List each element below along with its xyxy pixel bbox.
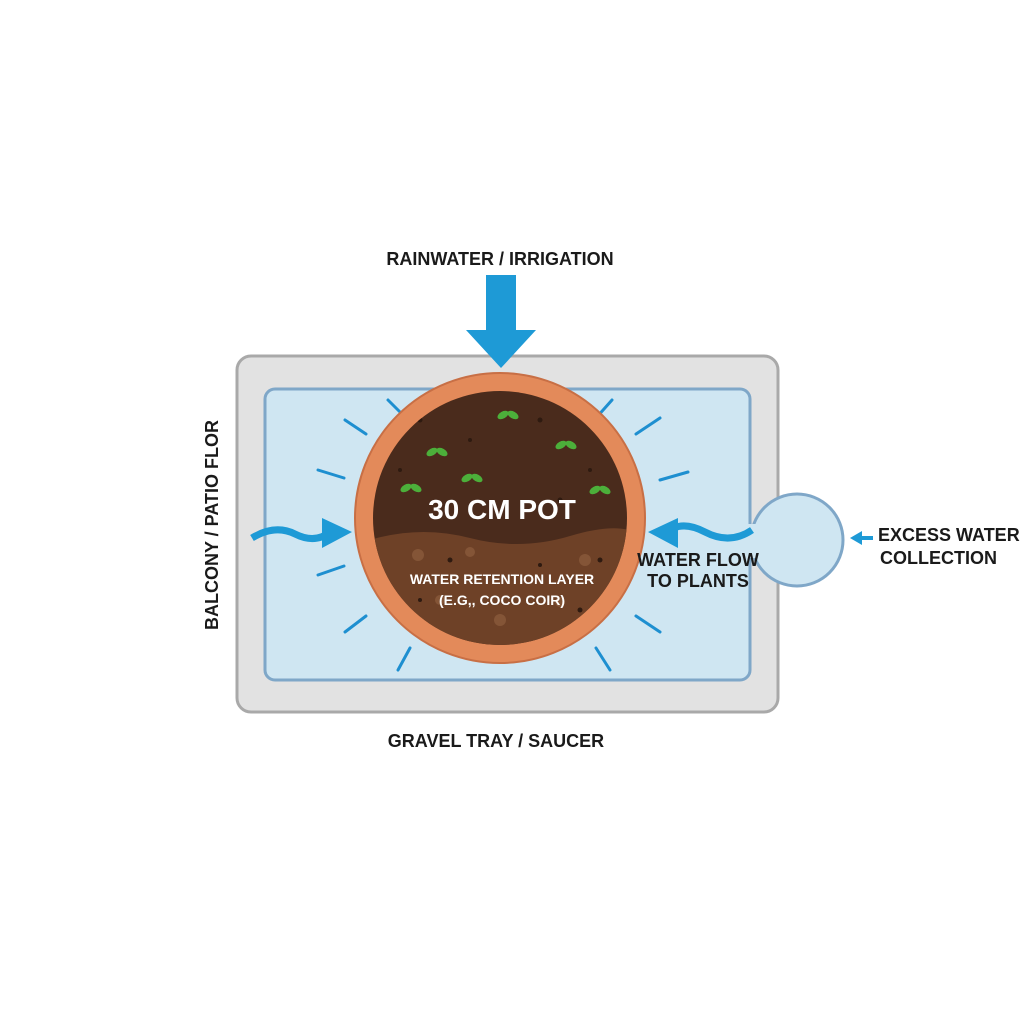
left-label: BALCONY / PATIO FLOR (202, 420, 222, 630)
top-label: RAINWATER / IRRIGATION (386, 249, 613, 269)
excess-label-1: EXCESS WATER (878, 525, 1020, 545)
collection-arrow-icon (850, 531, 873, 545)
collection-bulb (749, 492, 845, 588)
sprouts (400, 410, 611, 495)
pot-title: 30 CM POT (428, 494, 576, 525)
right-wavy-arrow-icon (648, 518, 754, 548)
retention-layer-example: (E.G,, COCO COIR) (439, 592, 565, 608)
retention-layer (373, 528, 627, 645)
flow-label-1: WATER FLOW (637, 550, 759, 570)
excess-label-2: COLLECTION (880, 548, 997, 568)
flow-label-2: TO PLANTS (647, 571, 749, 591)
bottom-label: GRAVEL TRAY / SAUCER (388, 731, 604, 751)
left-wavy-arrow-icon (250, 518, 352, 548)
down-arrow-icon (466, 275, 536, 368)
retention-layer-label: WATER RETENTION LAYER (410, 571, 594, 587)
